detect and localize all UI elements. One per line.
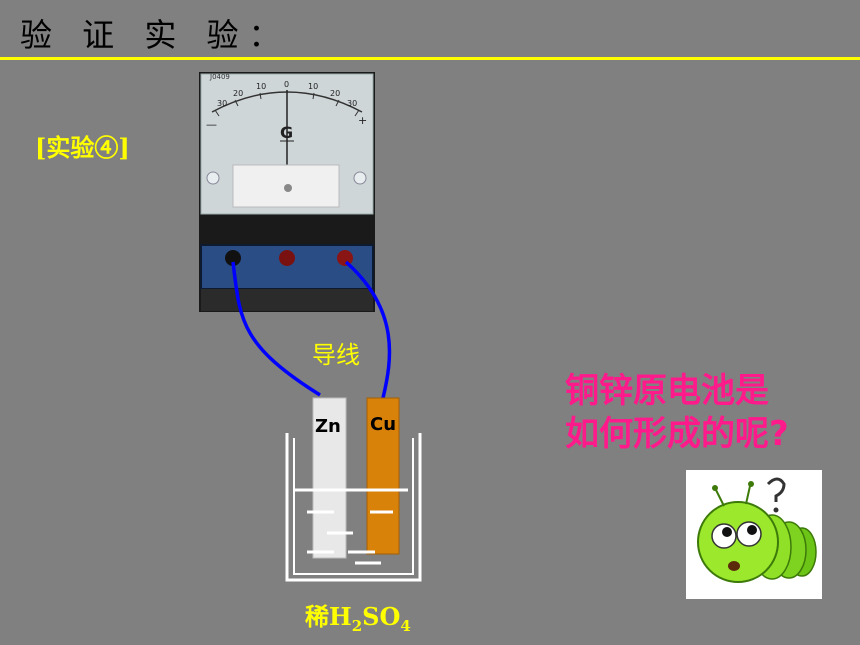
scale-tick-label: 0: [284, 80, 289, 89]
acid-subscript-2: 2: [351, 616, 363, 635]
terminal-positive: [337, 250, 353, 266]
acid-prefix: 稀H: [305, 602, 352, 631]
question-line-2: 如何形成的呢?: [565, 414, 789, 454]
scale-tick-label: 10: [308, 82, 318, 91]
title-divider: [0, 57, 860, 60]
question-line-1: 铜锌原电池是: [565, 371, 769, 411]
acid-middle: SO: [362, 602, 401, 631]
copper-electrode: [366, 397, 400, 555]
zinc-electrode: [312, 397, 347, 559]
scale-tick-label: 20: [330, 89, 340, 98]
terminal-middle: [279, 250, 295, 266]
terminal-negative: [225, 250, 241, 266]
caterpillar-image: [686, 470, 822, 599]
scale-tick-label: 30: [217, 99, 227, 108]
scale-tick-label: 10: [256, 82, 266, 91]
acid-subscript-4: 4: [400, 616, 411, 635]
scale-tick-label: 20: [233, 89, 243, 98]
wire-to-copper: [344, 260, 392, 399]
galvanometer-model: J0409: [209, 73, 230, 81]
acid-label: 稀H2SO4: [305, 597, 411, 635]
copper-label: Cu: [370, 414, 397, 435]
zinc-label: Zn: [315, 416, 341, 437]
wire-to-zinc: [231, 261, 321, 397]
plus-sign: +: [358, 114, 367, 127]
scale-tick-label: 30: [347, 99, 357, 108]
caterpillar-icon: [697, 477, 817, 583]
experiment-label: [实验④]: [35, 133, 130, 162]
solution-lines: [295, 488, 408, 565]
wire-label: 导线: [312, 341, 360, 369]
beaker: [285, 433, 422, 582]
page-title: 验 证 实 验：: [20, 16, 291, 54]
galvanometer: J0409 30 20 10 0 10 20 30 — + G: [199, 72, 375, 312]
question-text: 铜锌原电池是 如何形成的呢?: [565, 370, 789, 456]
galvanometer-letter: G: [280, 123, 293, 142]
minus-sign: —: [206, 118, 217, 131]
